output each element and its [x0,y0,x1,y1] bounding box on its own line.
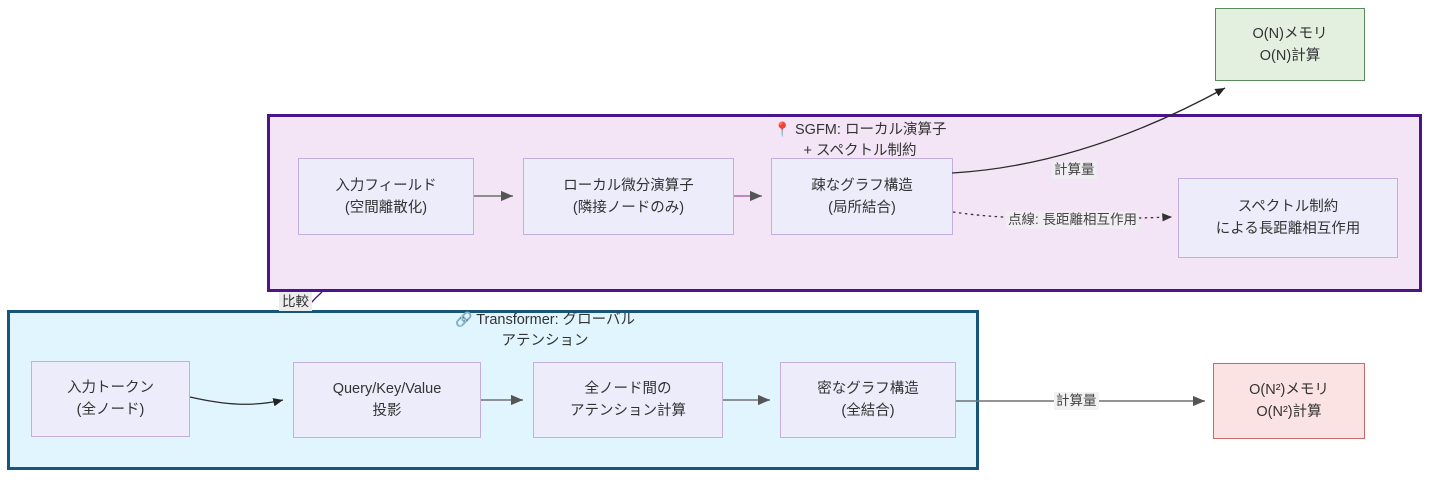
subgraph-sgfm-title: 📍 SGFM: ローカル演算子 + スペクトル制約 [700,119,1020,162]
edge-label-compute-bottom: 計算量 [1054,392,1099,410]
link-icon: 🔗 [454,311,473,327]
edge-label-dotted-long-range: 点線: 長距離相互作用 [1006,211,1140,229]
node-on2-complexity[interactable]: O(N²)メモリ O(N²)計算 [1213,363,1365,439]
node-input-field[interactable]: 入力フィールド (空間離散化) [298,158,474,235]
subgraph-transformer-title-text: Transformer: グローバル アテンション [476,312,636,349]
node-spectral-constraint[interactable]: スペクトル制約 による長距離相互作用 [1178,178,1398,258]
pin-icon: 📍 [773,121,791,137]
subgraph-transformer-title: 🔗 Transformer: グローバル アテンション [390,309,700,352]
node-attention-calc[interactable]: 全ノード間の アテンション計算 [533,362,723,438]
node-input-tokens[interactable]: 入力トークン (全ノード) [31,361,190,437]
edge-label-compute-top: 計算量 [1052,161,1097,179]
node-on-complexity[interactable]: O(N)メモリ O(N)計算 [1215,8,1365,81]
node-sparse-graph[interactable]: 疎なグラフ構造 (局所結合) [771,158,953,235]
subgraph-sgfm-title-text: SGFM: ローカル演算子 + スペクトル制約 [795,122,947,159]
edge-label-comparison: 比較 [279,292,312,311]
node-qkv-projection[interactable]: Query/Key/Value 投影 [293,362,481,438]
node-dense-graph[interactable]: 密なグラフ構造 (全結合) [780,362,956,438]
node-local-operator[interactable]: ローカル微分演算子 (隣接ノードのみ) [523,158,734,235]
